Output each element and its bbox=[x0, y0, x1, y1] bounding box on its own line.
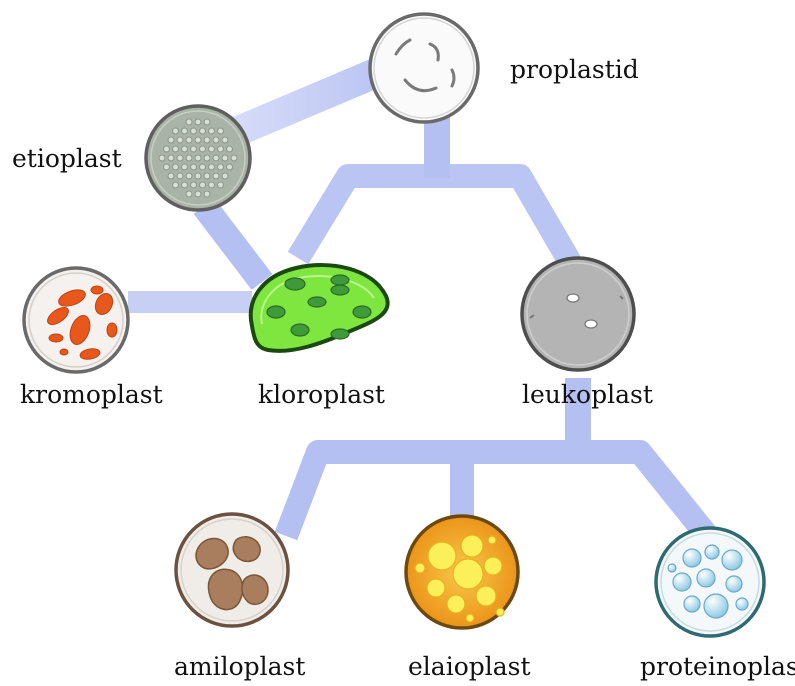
leukoplast-cell bbox=[522, 258, 634, 370]
etioplast-dot bbox=[204, 173, 210, 179]
etioplast-dot bbox=[186, 119, 192, 125]
connector-trunk-branches bbox=[298, 176, 570, 262]
etioplast-dot bbox=[200, 164, 206, 170]
etioplast-cell bbox=[146, 106, 250, 210]
etioplast-dot bbox=[218, 182, 224, 188]
etioplast-dot bbox=[182, 182, 188, 188]
etioplast-dot bbox=[222, 137, 228, 143]
kloroplast-cell bbox=[251, 265, 388, 351]
label-proteinoplast: proteinoplast bbox=[640, 654, 795, 679]
etioplast-dot bbox=[222, 173, 228, 179]
etioplast-dot bbox=[186, 155, 192, 161]
kromoplast-cell bbox=[24, 268, 128, 372]
etioplast-dot bbox=[218, 146, 224, 152]
etioplast-dot bbox=[209, 182, 215, 188]
label-leukoplast: leukoplast bbox=[522, 382, 653, 407]
etioplast-dot bbox=[177, 173, 183, 179]
etioplast-dot bbox=[182, 164, 188, 170]
etioplast-dot bbox=[209, 164, 215, 170]
etioplast-dot bbox=[231, 155, 237, 161]
etioplast-dot bbox=[200, 146, 206, 152]
etioplast-dot bbox=[182, 146, 188, 152]
etioplast-dot bbox=[222, 155, 228, 161]
etioplast-dot bbox=[173, 146, 179, 152]
etioplast-dot bbox=[218, 128, 224, 134]
etioplast-dot bbox=[227, 146, 233, 152]
etioplast-dot bbox=[177, 137, 183, 143]
etioplast-dot bbox=[200, 128, 206, 134]
etioplast-dot bbox=[213, 173, 219, 179]
etioplast-dot bbox=[195, 155, 201, 161]
etioplast-dot bbox=[213, 155, 219, 161]
etioplast-dot bbox=[164, 164, 170, 170]
elaioplast-cell bbox=[406, 516, 518, 628]
etioplast-dot bbox=[195, 173, 201, 179]
etioplast-dot bbox=[168, 137, 174, 143]
proteinoplast-cell bbox=[656, 528, 764, 636]
etioplast-dot bbox=[159, 155, 165, 161]
etioplast-dot bbox=[173, 128, 179, 134]
etioplast-dot bbox=[191, 146, 197, 152]
etioplast-dot bbox=[213, 137, 219, 143]
etioplast-dot bbox=[186, 173, 192, 179]
etioplast-dot bbox=[204, 119, 210, 125]
connector-etioplast-kloroplast bbox=[204, 206, 262, 282]
etioplast-dot bbox=[209, 128, 215, 134]
label-proplastid: proplastid bbox=[510, 57, 639, 82]
etioplast-dot bbox=[227, 164, 233, 170]
etioplast-dot bbox=[191, 164, 197, 170]
etioplast-dot bbox=[191, 182, 197, 188]
etioplast-dot bbox=[204, 137, 210, 143]
label-kromoplast: kromoplast bbox=[20, 382, 163, 407]
connector-proplastid-etioplast bbox=[236, 72, 378, 132]
etioplast-dot bbox=[186, 137, 192, 143]
etioplast-dot bbox=[209, 146, 215, 152]
etioplast-dot bbox=[195, 119, 201, 125]
connector-leukoplast-branches bbox=[286, 452, 706, 536]
etioplast-dot bbox=[204, 155, 210, 161]
label-elaioplast: elaioplast bbox=[408, 654, 531, 679]
etioplast-dot bbox=[173, 182, 179, 188]
etioplast-dot bbox=[164, 146, 170, 152]
etioplast-dot bbox=[195, 137, 201, 143]
etioplast-dot bbox=[182, 128, 188, 134]
label-etioplast: etioplast bbox=[12, 146, 122, 171]
amiloplast-cell bbox=[176, 514, 288, 626]
proplastid-cell bbox=[370, 14, 478, 122]
etioplast-dot bbox=[186, 191, 192, 197]
etioplast-dot bbox=[168, 155, 174, 161]
etioplast-dot bbox=[204, 191, 210, 197]
etioplast-dot bbox=[191, 128, 197, 134]
etioplast-dot bbox=[177, 155, 183, 161]
label-kloroplast: kloroplast bbox=[258, 382, 385, 407]
etioplast-dot bbox=[218, 164, 224, 170]
label-amiloplast: amiloplast bbox=[174, 654, 305, 679]
etioplast-dot bbox=[168, 173, 174, 179]
etioplast-dot bbox=[173, 164, 179, 170]
etioplast-dot bbox=[195, 191, 201, 197]
etioplast-dot bbox=[200, 182, 206, 188]
